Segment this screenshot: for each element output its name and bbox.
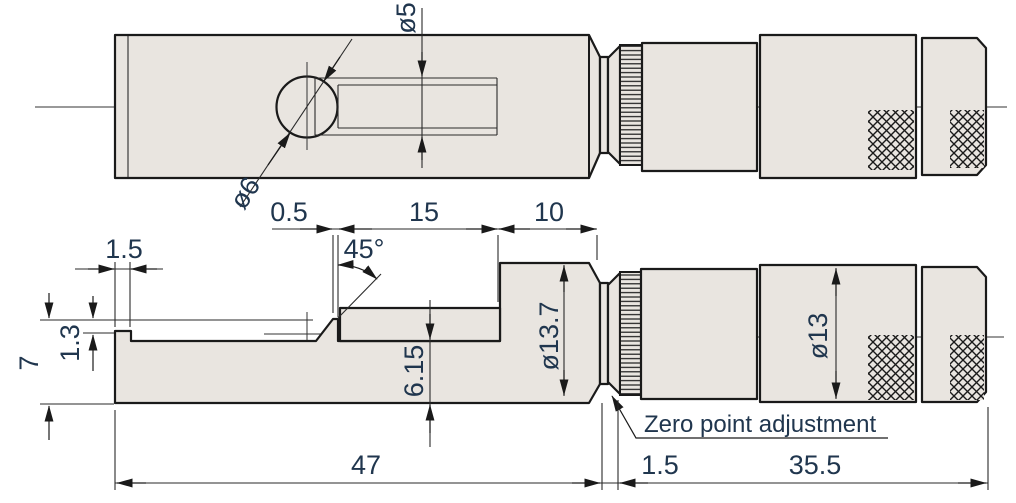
label-6_15: 6.15 [399, 345, 429, 398]
label-7: 7 [14, 355, 44, 370]
label-45deg: 45° [344, 234, 385, 264]
lower-zero-adjust-ring [606, 271, 622, 396]
lower-view [40, 261, 1004, 405]
callout-zero-point: Zero point adjustment [611, 395, 888, 439]
label-1_5-tip: 1.5 [105, 234, 143, 264]
dim-slot-dia5: ø5 [391, 2, 427, 168]
lower-cap-knurl-hatch [950, 335, 984, 400]
top-view-neck-ring [598, 55, 610, 155]
dim-6_15: 6.15 [399, 300, 435, 447]
label-47: 47 [351, 450, 381, 480]
dim-tip-1_5: 1.5 [75, 234, 163, 327]
top-view-knurl-ring [619, 44, 643, 166]
top-view: ø5 ø6 [35, 2, 1007, 214]
top-view-body [113, 33, 602, 180]
dim-1_3: 1.3 [55, 296, 98, 371]
slot-inner-outline [337, 84, 497, 129]
label-1_5-ring: 1.5 [641, 450, 679, 480]
label-1_3: 1.3 [55, 324, 85, 362]
top-view-thimble-knurl-hatch [868, 110, 914, 170]
chamfer-construction-line [337, 273, 382, 319]
lower-neck-ring [598, 281, 610, 386]
label-35_5: 35.5 [789, 450, 842, 480]
dim-row-top: 0.5 15 10 [270, 197, 598, 317]
top-view-cap-knurl-hatch [950, 110, 984, 168]
dim-row-bottom: 47 1.5 35.5 [114, 400, 989, 490]
lower-knurl-ring [619, 271, 642, 396]
label-dia5: ø5 [391, 2, 421, 34]
top-view-sleeve [640, 41, 759, 173]
dim-thimble-dia13: ø13 [803, 268, 841, 399]
label-0_5: 0.5 [270, 197, 308, 227]
top-view-zero-adjust-ring [606, 44, 622, 166]
lower-thimble-knurl-hatch [868, 335, 914, 400]
label-15: 15 [409, 197, 439, 227]
dim-7: 7 [14, 293, 54, 440]
dim-chamfer-45: 45° [337, 234, 385, 280]
spindle-tip-block [338, 306, 502, 343]
slot-outer-outline [314, 77, 498, 136]
label-zero-point: Zero point adjustment [644, 411, 876, 438]
label-10: 10 [534, 197, 564, 227]
label-dia13_7: ø13.7 [534, 301, 564, 370]
lower-sleeve [639, 267, 759, 401]
label-dia13: ø13 [803, 313, 833, 360]
dim-stem-dia13_7: ø13.7 [534, 265, 569, 396]
